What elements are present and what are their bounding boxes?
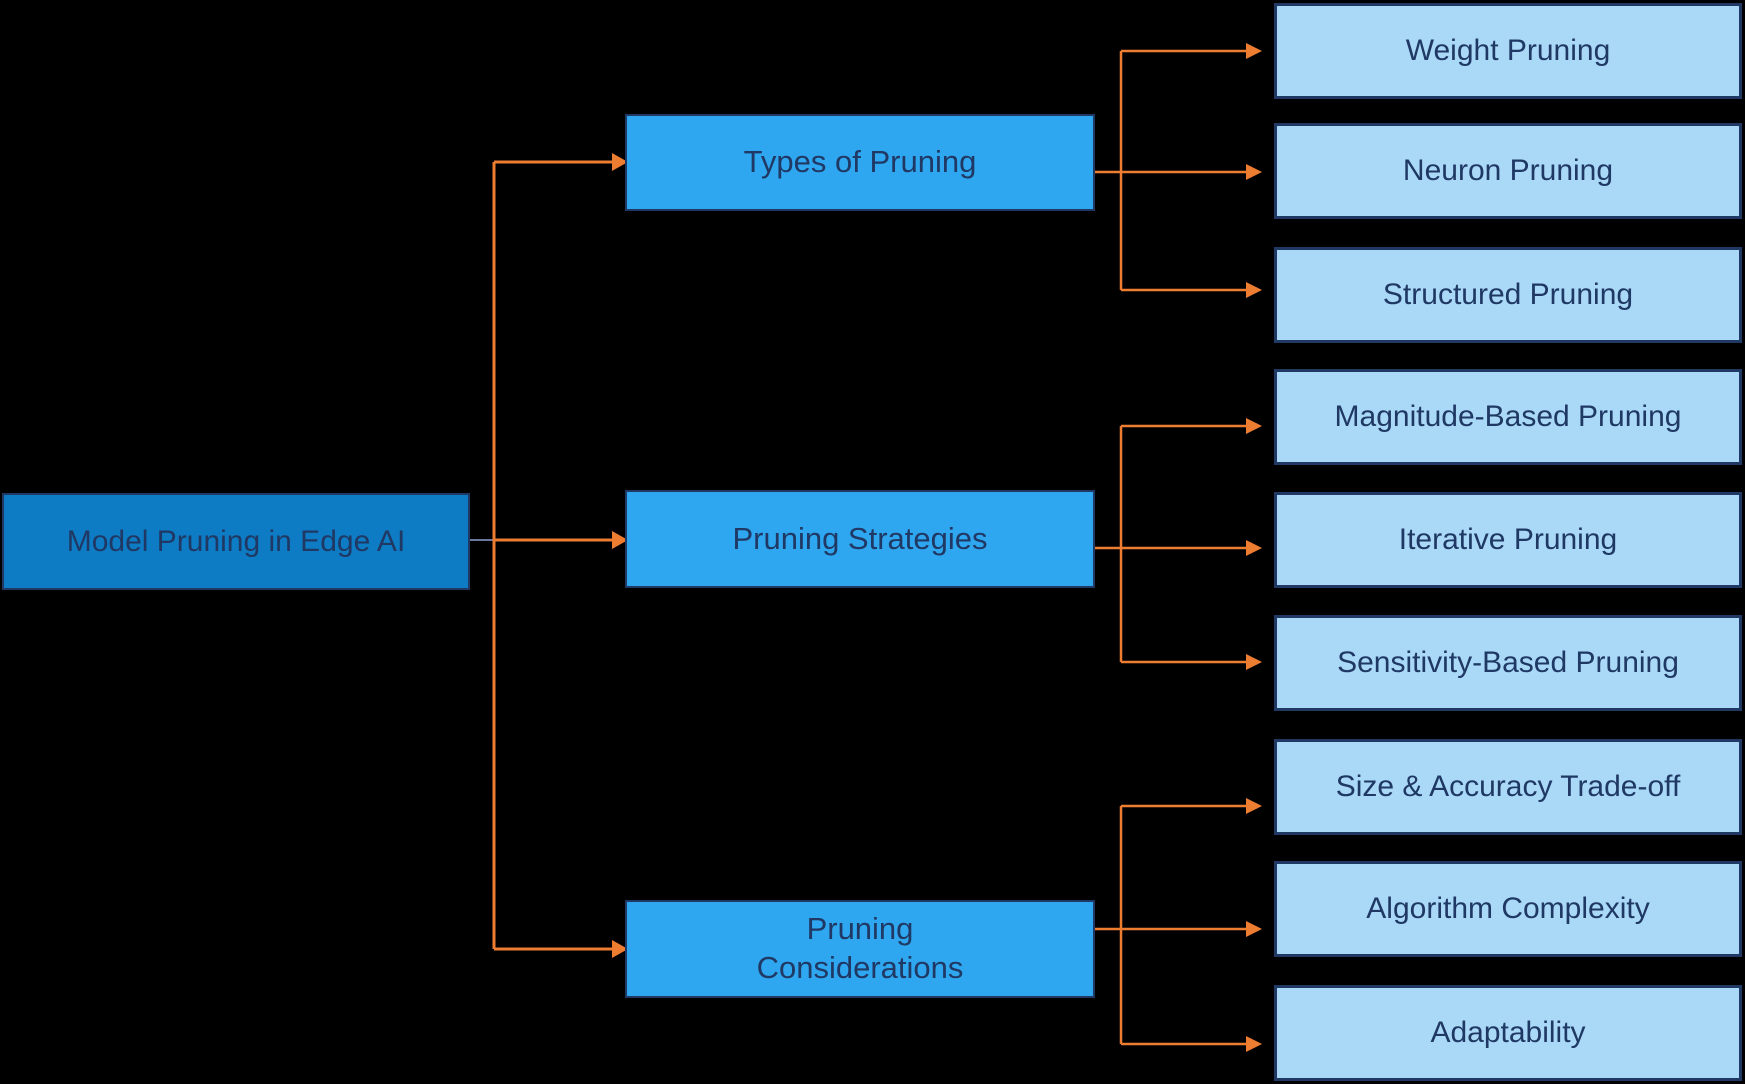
leaf-node-adaptability: Adaptability <box>1274 985 1742 1081</box>
leaf-node-sensitivity-based-pruning: Sensitivity-Based Pruning <box>1274 615 1742 711</box>
leaf-label: Structured Pruning <box>1382 278 1634 312</box>
leaf-label: Size & Accuracy Trade-off <box>1335 770 1681 804</box>
connector-considerations-to-leaves <box>1095 798 1262 1052</box>
leaf-label: Iterative Pruning <box>1398 523 1618 557</box>
leaf-node-magnitude-based-pruning: Magnitude-Based Pruning <box>1274 369 1742 465</box>
leaf-label: Magnitude-Based Pruning <box>1334 400 1682 434</box>
root-node: Model Pruning in Edge AI <box>2 493 470 590</box>
branch-strategies-label: Pruning Strategies <box>732 520 988 556</box>
leaf-node-weight-pruning: Weight Pruning <box>1274 3 1742 99</box>
branch-node-pruning-strategies: Pruning Strategies <box>625 490 1095 588</box>
branch-considerations-label: Pruning Considerations <box>756 911 964 985</box>
branch-node-pruning-considerations: Pruning Considerations <box>625 900 1095 998</box>
root-node-label: Model Pruning in Edge AI <box>66 524 406 558</box>
leaf-node-iterative-pruning: Iterative Pruning <box>1274 492 1742 588</box>
leaf-label: Neuron Pruning <box>1402 154 1614 188</box>
leaf-node-algorithm-complexity: Algorithm Complexity <box>1274 861 1742 957</box>
leaf-label: Adaptability <box>1430 1016 1586 1050</box>
leaf-label: Algorithm Complexity <box>1366 892 1650 926</box>
leaf-label: Weight Pruning <box>1405 34 1611 68</box>
leaf-node-size-accuracy-trade-off: Size & Accuracy Trade-off <box>1274 739 1742 835</box>
leaf-node-neuron-pruning: Neuron Pruning <box>1274 123 1742 219</box>
connector-types-to-leaves <box>1095 43 1262 298</box>
connector-root-to-branches <box>492 153 628 958</box>
leaf-node-structured-pruning: Structured Pruning <box>1274 247 1742 343</box>
branch-types-label: Types of Pruning <box>743 144 977 180</box>
branch-node-types-of-pruning: Types of Pruning <box>625 114 1095 211</box>
connector-strategies-to-leaves <box>1095 418 1262 670</box>
leaf-label: Sensitivity-Based Pruning <box>1337 646 1679 680</box>
